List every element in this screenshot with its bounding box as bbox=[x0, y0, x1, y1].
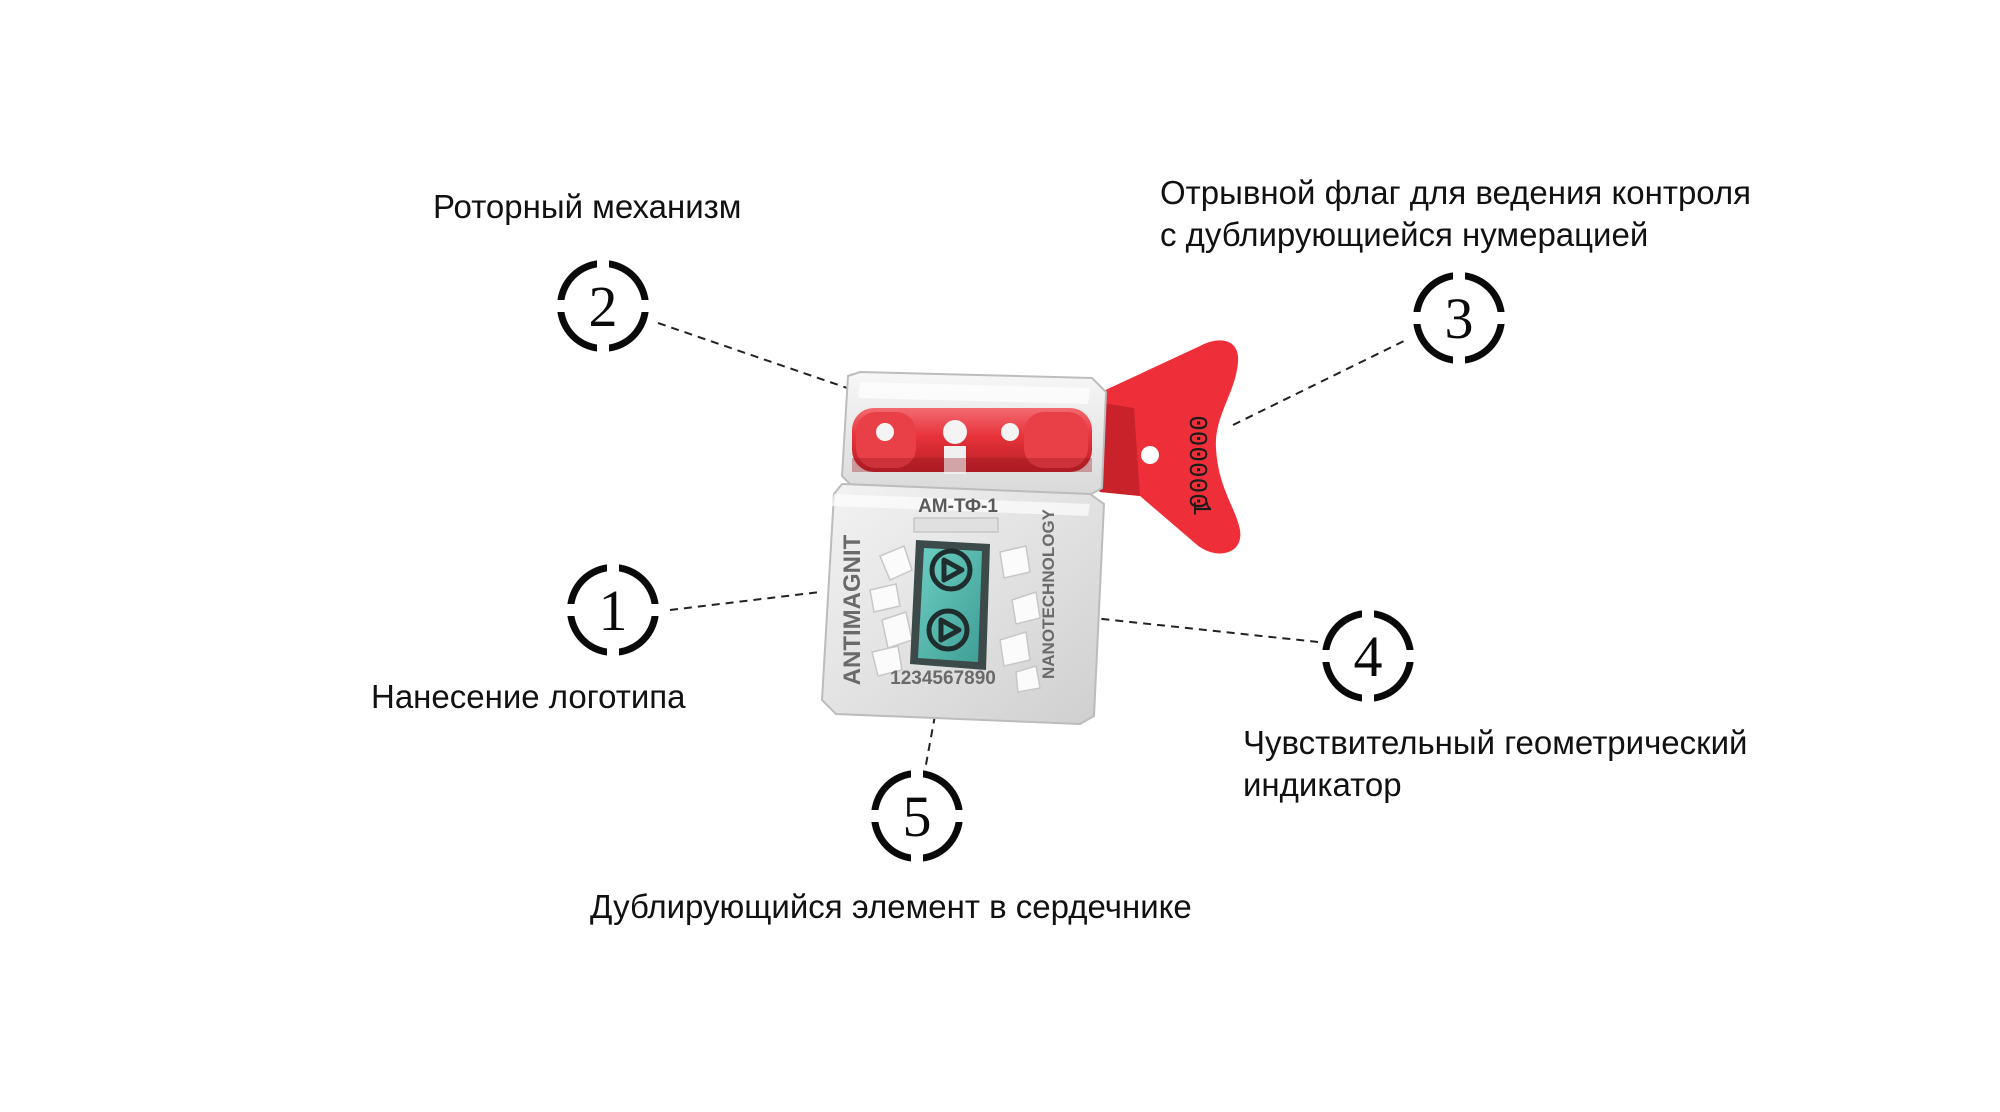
tech-label: NANOTECHNOLOGY bbox=[1039, 508, 1058, 679]
callout-marker-4: 4 bbox=[1321, 609, 1415, 703]
callout-marker-5: 5 bbox=[870, 769, 964, 863]
callout-marker-3: 3 bbox=[1412, 271, 1506, 365]
callout-number-2: 2 bbox=[588, 274, 618, 339]
callout-caption-2: Роторный механизм bbox=[433, 188, 742, 225]
callout-caption-3: Отрывной флаг для ведения контроля с дуб… bbox=[1160, 174, 1752, 253]
geometric-indicator bbox=[910, 517, 999, 670]
leader-line-1 bbox=[669, 591, 821, 611]
flag-number: 000000 bbox=[1182, 415, 1212, 509]
callout-number-1: 1 bbox=[598, 578, 628, 643]
callout-caption-5: Дублирующийся элемент в сердечнике bbox=[590, 888, 1192, 925]
callout-caption-4: Чувствительный геометрический индикатор bbox=[1243, 724, 1748, 803]
leader-line-3 bbox=[1232, 339, 1407, 426]
rotor-mechanism bbox=[852, 408, 1092, 474]
brand-label: ANTIMAGNIT bbox=[839, 534, 866, 685]
callout-marker-1: 1 bbox=[566, 563, 660, 657]
tear-off-flag: 000000 1 bbox=[1084, 340, 1241, 554]
callout-number-5: 5 bbox=[902, 784, 932, 849]
callout-marker-2: 2 bbox=[556, 259, 650, 353]
callout-number-3: 3 bbox=[1444, 286, 1474, 351]
flag-digit: 1 bbox=[1186, 500, 1216, 516]
callout-caption-1: Нанесение логотипа bbox=[371, 678, 686, 715]
model-label: АМ-ТФ-1 bbox=[918, 496, 998, 517]
serial-label: 1234567890 bbox=[890, 668, 996, 689]
callout-number-4: 4 bbox=[1353, 624, 1383, 689]
